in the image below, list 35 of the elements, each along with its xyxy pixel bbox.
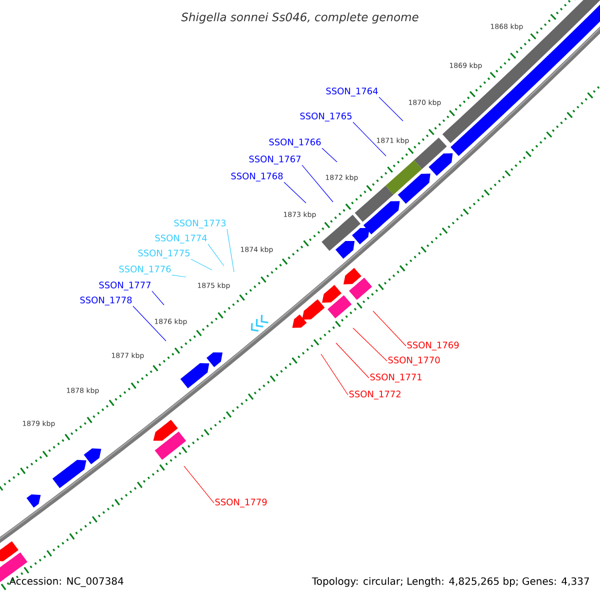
gene-label: SSON_1776 (119, 266, 171, 274)
gene-label: SSON_1767 (249, 156, 301, 164)
footer-text: Topology: circular; Length: 4,825,265 bp; Genes: 4,337 (312, 577, 589, 587)
leader-line (184, 466, 214, 504)
gene-label: SSON_1777 (99, 282, 151, 290)
gene-label: SSON_1774 (155, 234, 207, 244)
leader-line (152, 290, 164, 306)
leader-line (208, 244, 224, 266)
leader-line (320, 354, 348, 396)
gene-label: SSON_1770 (388, 356, 440, 366)
gene-label: SSON_1773 (174, 220, 226, 228)
gene-label: SSON_1772 (349, 390, 400, 400)
leader-line (226, 228, 234, 272)
leader-line (372, 310, 406, 346)
leader-line (302, 164, 334, 202)
gene-label: SSON_1771 (370, 374, 422, 382)
gene-label: SSON_1766 (269, 138, 321, 148)
gene-label: SSON_1764 (326, 88, 378, 96)
leader-line (172, 274, 186, 278)
leader-line (322, 148, 338, 162)
footer-text: Accession: NC_007384 (9, 577, 124, 587)
gene-label: SSON_1768 (231, 172, 283, 182)
leader-line (352, 122, 386, 156)
title: Shigella sonnei Ss046, complete genome (181, 12, 418, 24)
leader-line (352, 328, 388, 362)
gene-label: SSON_1769 (407, 342, 459, 350)
leader-line (284, 182, 306, 204)
gene-label: SSON_1765 (300, 112, 352, 122)
gene-label: SSON_1778 (80, 296, 132, 306)
leader-line (190, 258, 212, 270)
gene-label: SSON_1779 (215, 498, 267, 508)
leader-line (378, 96, 404, 122)
gene-label: SSON_1775 (138, 250, 190, 258)
leader-line (336, 342, 370, 378)
leader-line (132, 306, 166, 342)
